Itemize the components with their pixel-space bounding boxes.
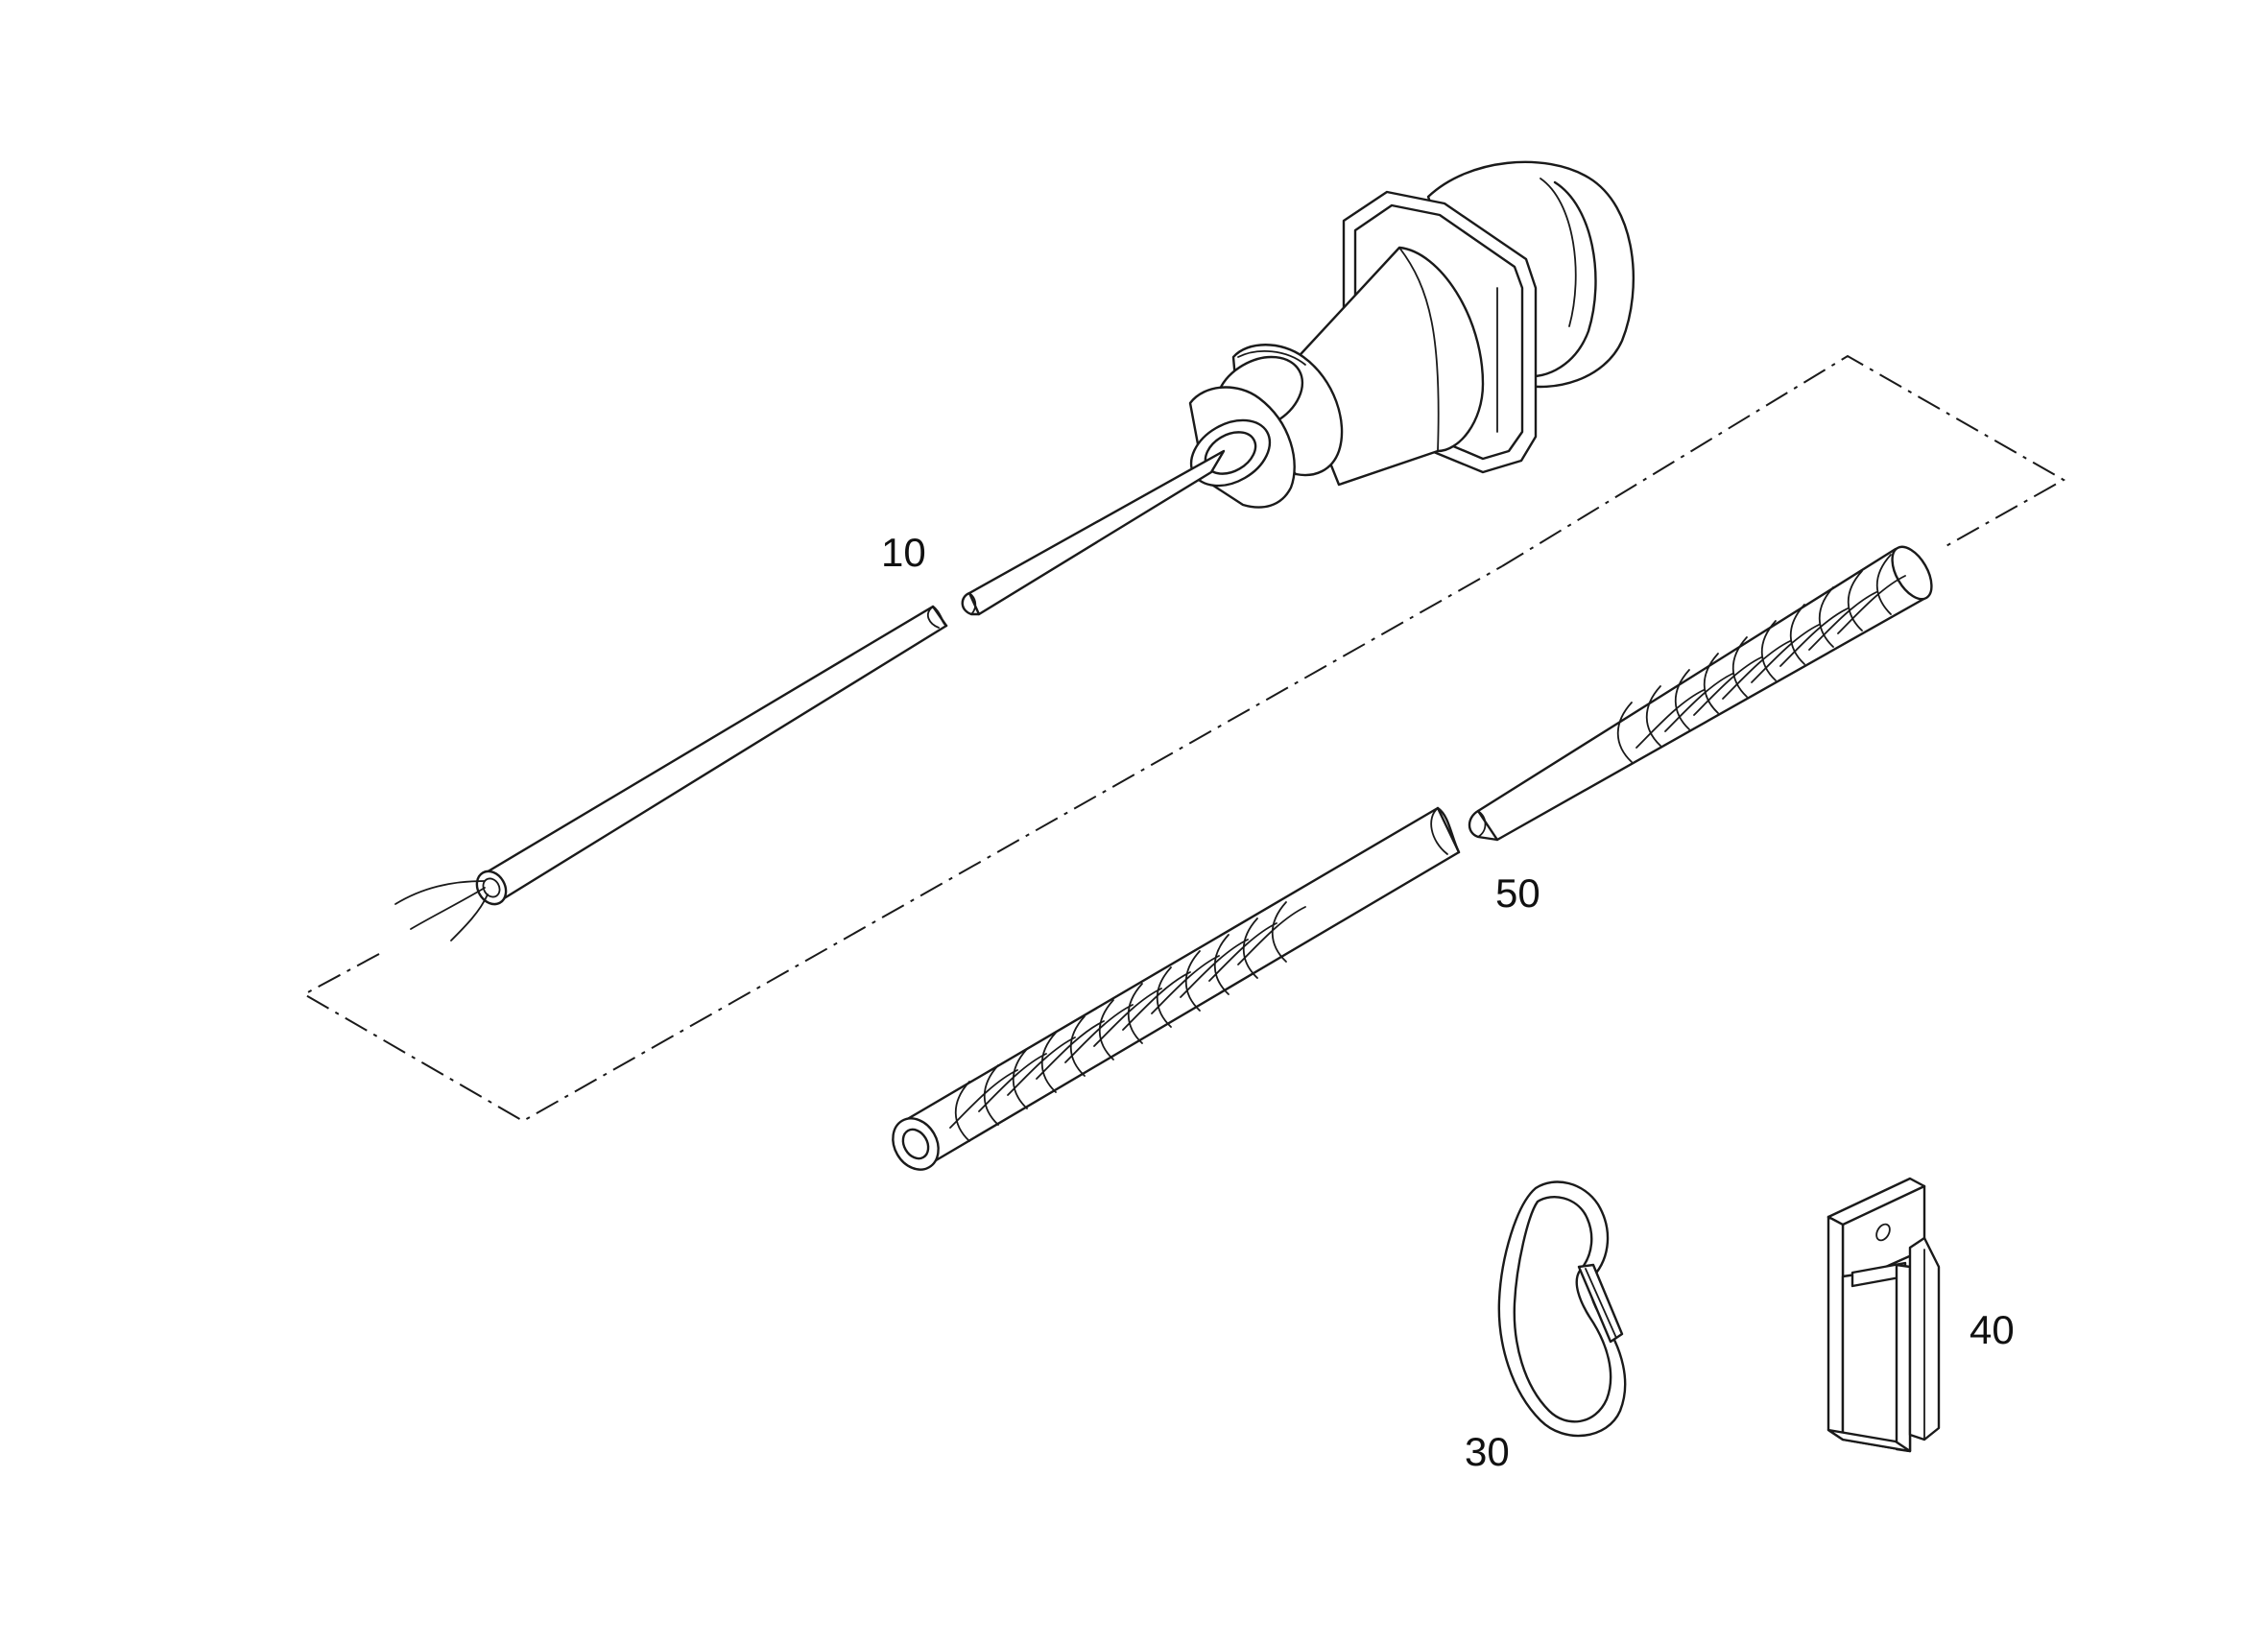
- assembly-boundary: [301, 354, 2066, 1123]
- callout-10: 10: [881, 530, 926, 575]
- braid-pattern-lower: [949, 901, 1306, 1142]
- part-50-braided-sleeve: [892, 545, 1933, 1171]
- callout-30: 30: [1465, 1429, 1510, 1474]
- callout-labels: 10 50 30 40: [881, 530, 2015, 1474]
- part-40-bracket: [1826, 1177, 1941, 1453]
- callout-50: 50: [1495, 870, 1540, 916]
- part-10-connector-cable: [394, 160, 1635, 941]
- braid-pattern-upper: [1616, 554, 1906, 763]
- part-30-carabiner: [1497, 1180, 1627, 1438]
- callout-40: 40: [1970, 1307, 2015, 1352]
